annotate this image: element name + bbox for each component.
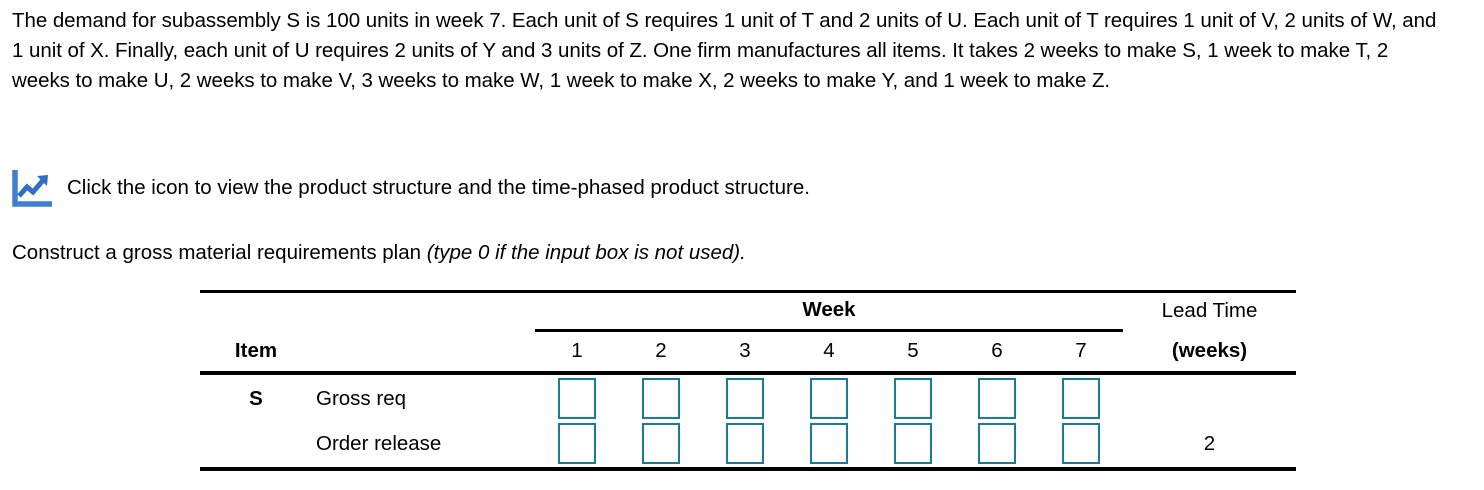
item-header: Item: [234, 339, 278, 362]
instruction-hint: (type 0 if the input box is not used).: [426, 241, 746, 264]
week-group-header-row: Week Lead Time: [200, 293, 1296, 328]
lead-time-header-line2: (weeks): [1171, 339, 1248, 362]
input-gross-req-week-4[interactable]: [810, 378, 848, 419]
week-header-3: 3: [739, 339, 751, 362]
input-order-release-week-7[interactable]: [1062, 423, 1100, 464]
input-gross-req-week-2[interactable]: [642, 378, 680, 419]
problem-statement: The demand for subassembly S is 100 unit…: [12, 9, 1437, 92]
input-gross-req-week-7[interactable]: [1062, 378, 1100, 419]
input-gross-req-week-3[interactable]: [726, 378, 764, 419]
table-bottom-rule: [200, 466, 1296, 472]
cell-gross-req-week-2[interactable]: [619, 376, 703, 421]
week-header-1: 1: [571, 339, 583, 362]
input-order-release-week-3[interactable]: [726, 423, 764, 464]
week-header-5: 5: [907, 339, 919, 362]
icon-prompt-row: Click the icon to view the product struc…: [12, 168, 810, 207]
cell-gross-req-week-6[interactable]: [955, 376, 1039, 421]
input-order-release-week-2[interactable]: [642, 423, 680, 464]
lead-time-header-line1: Lead Time: [1161, 298, 1258, 322]
input-order-release-week-4[interactable]: [810, 423, 848, 464]
line-chart-icon[interactable]: [12, 168, 54, 207]
week-header-6: 6: [991, 339, 1003, 362]
row-label-order-release: Order release: [316, 431, 442, 455]
input-gross-req-week-6[interactable]: [978, 378, 1016, 419]
gross-requirements-table: Week Lead Time Item 1 2 3 4: [200, 289, 1296, 472]
item-code-blank: [200, 421, 312, 466]
cell-order-release-week-2[interactable]: [619, 421, 703, 466]
cell-order-release-week-3[interactable]: [703, 421, 787, 466]
week-header-4: 4: [823, 339, 835, 362]
cell-gross-req-week-5[interactable]: [871, 376, 955, 421]
week-header-2: 2: [655, 339, 667, 362]
table-header-rule: [200, 370, 1296, 376]
cell-order-release-week-5[interactable]: [871, 421, 955, 466]
cell-order-release-week-4[interactable]: [787, 421, 871, 466]
cell-gross-req-week-7[interactable]: [1039, 376, 1123, 421]
cell-gross-req-week-3[interactable]: [703, 376, 787, 421]
cell-gross-req-week-4[interactable]: [787, 376, 871, 421]
cell-order-release-week-7[interactable]: [1039, 421, 1123, 466]
column-header-row: Item 1 2 3 4 5 6 7 (weeks): [200, 332, 1296, 370]
cell-order-release-week-1[interactable]: [535, 421, 619, 466]
item-code-s: S: [249, 386, 263, 410]
icon-prompt-text: Click the icon to view the product struc…: [67, 175, 810, 199]
table-row: S Gross req: [200, 376, 1296, 421]
cell-order-release-week-6[interactable]: [955, 421, 1039, 466]
table-top-rule: [200, 289, 1296, 293]
row-label-gross-req: Gross req: [316, 386, 406, 410]
lead-time-value-order-release: 2: [1203, 431, 1216, 455]
week-header-7: 7: [1075, 339, 1087, 362]
cell-gross-req-week-1[interactable]: [535, 376, 619, 421]
mrp-table-container: Week Lead Time Item 1 2 3 4: [200, 289, 1296, 472]
input-gross-req-week-1[interactable]: [558, 378, 596, 419]
week-group-underline-row: [200, 328, 1296, 332]
week-group-header: Week: [802, 297, 856, 321]
week-group-underline: [535, 328, 1123, 332]
instruction-line: Construct a gross material requirements …: [12, 238, 746, 268]
input-order-release-week-5[interactable]: [894, 423, 932, 464]
instruction-main: Construct a gross material requirements …: [12, 241, 427, 264]
lead-time-value-gross-req: [1123, 376, 1296, 421]
input-gross-req-week-5[interactable]: [894, 378, 932, 419]
table-row: Order release: [200, 421, 1296, 466]
input-order-release-week-6[interactable]: [978, 423, 1016, 464]
input-order-release-week-1[interactable]: [558, 423, 596, 464]
